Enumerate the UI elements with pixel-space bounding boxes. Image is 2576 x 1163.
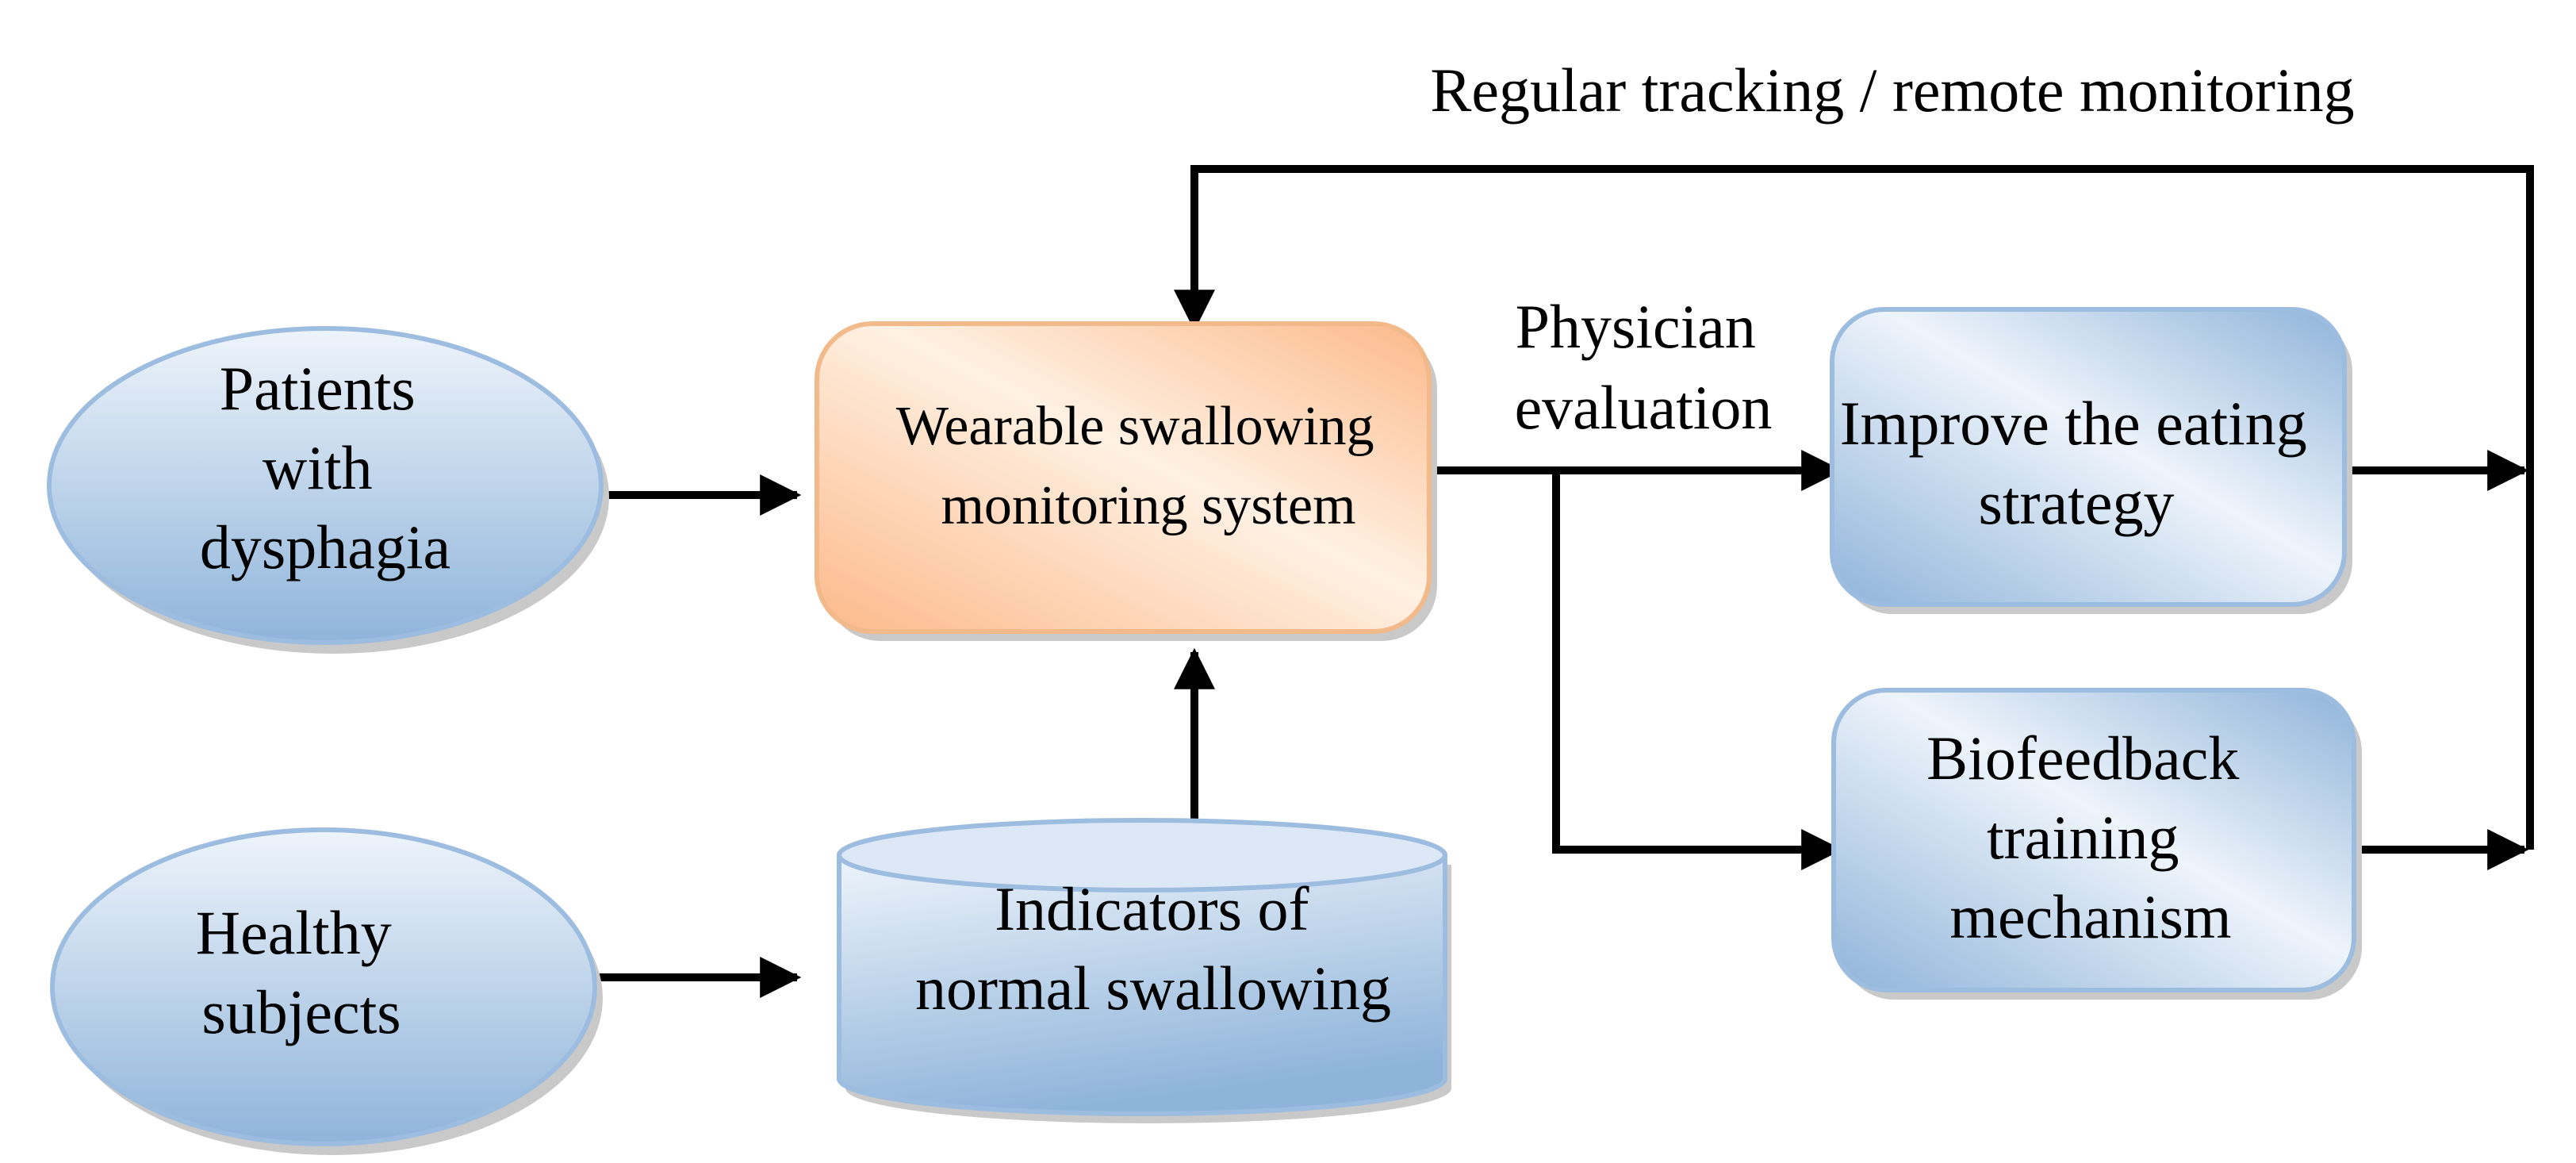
node-indicators-label: Indicators of normal swallowing — [915, 874, 1391, 1023]
node-wearable-line: Wearable swallowing — [896, 396, 1374, 457]
node-eating-label: Improve the eating strategy — [1840, 389, 2323, 537]
node-healthy-shape — [50, 827, 597, 1146]
tracking-label: Regular tracking / remote monitoring — [1430, 56, 2354, 125]
physician-label: Physician evaluation — [1515, 292, 1773, 442]
node-indicators-top — [837, 818, 1447, 892]
node-biofeedback-line: mechanism — [1949, 882, 2231, 951]
node-healthy-label: Healthy subjects — [196, 898, 407, 1046]
arrow-feedback-loop — [1174, 165, 2534, 850]
physician-label-line: evaluation — [1515, 373, 1773, 442]
node-biofeedback: Biofeedback training mechanism — [1831, 688, 2362, 1000]
node-wearable: Wearable swallowing monitoring system — [815, 321, 1437, 641]
node-patients-label: Patients with dysphagia — [200, 354, 450, 582]
node-indicators-body — [837, 853, 1447, 1116]
node-patients-line: dysphagia — [200, 512, 450, 582]
node-wearable-label: Wearable swallowing monitoring system — [896, 396, 1388, 536]
node-biofeedback-line: Biofeedback — [1926, 724, 2239, 793]
node-eating-shape — [1830, 307, 2347, 607]
node-patients-line: with — [263, 433, 373, 502]
arrow-branch-to-biofeedback — [1552, 470, 1843, 870]
node-biofeedback-shape — [1831, 688, 2356, 992]
node-biofeedback-line: training — [1987, 803, 2179, 872]
node-biofeedback-label: Biofeedback training mechanism — [1926, 724, 2255, 951]
node-healthy-line: Healthy — [196, 898, 392, 967]
node-indicators: Indicators of normal swallowing — [837, 818, 1451, 1123]
physician-label-line: Physician — [1516, 292, 1756, 361]
node-wearable-line: monitoring system — [941, 475, 1355, 536]
node-indicators-line: normal swallowing — [915, 954, 1391, 1023]
node-wearable-shape — [815, 321, 1432, 634]
node-patients-shape — [47, 326, 604, 645]
node-healthy-line: subjects — [201, 977, 401, 1046]
node-patients: Patients with dysphagia — [47, 326, 609, 654]
node-eating: Improve the eating strategy — [1830, 307, 2352, 614]
node-indicators-line: Indicators of — [995, 874, 1309, 943]
node-eating-line: Improve the eating — [1840, 389, 2307, 458]
node-patients-line: Patients — [220, 354, 416, 423]
node-eating-line: strategy — [1979, 468, 2175, 537]
node-healthy: Healthy subjects — [50, 827, 603, 1155]
